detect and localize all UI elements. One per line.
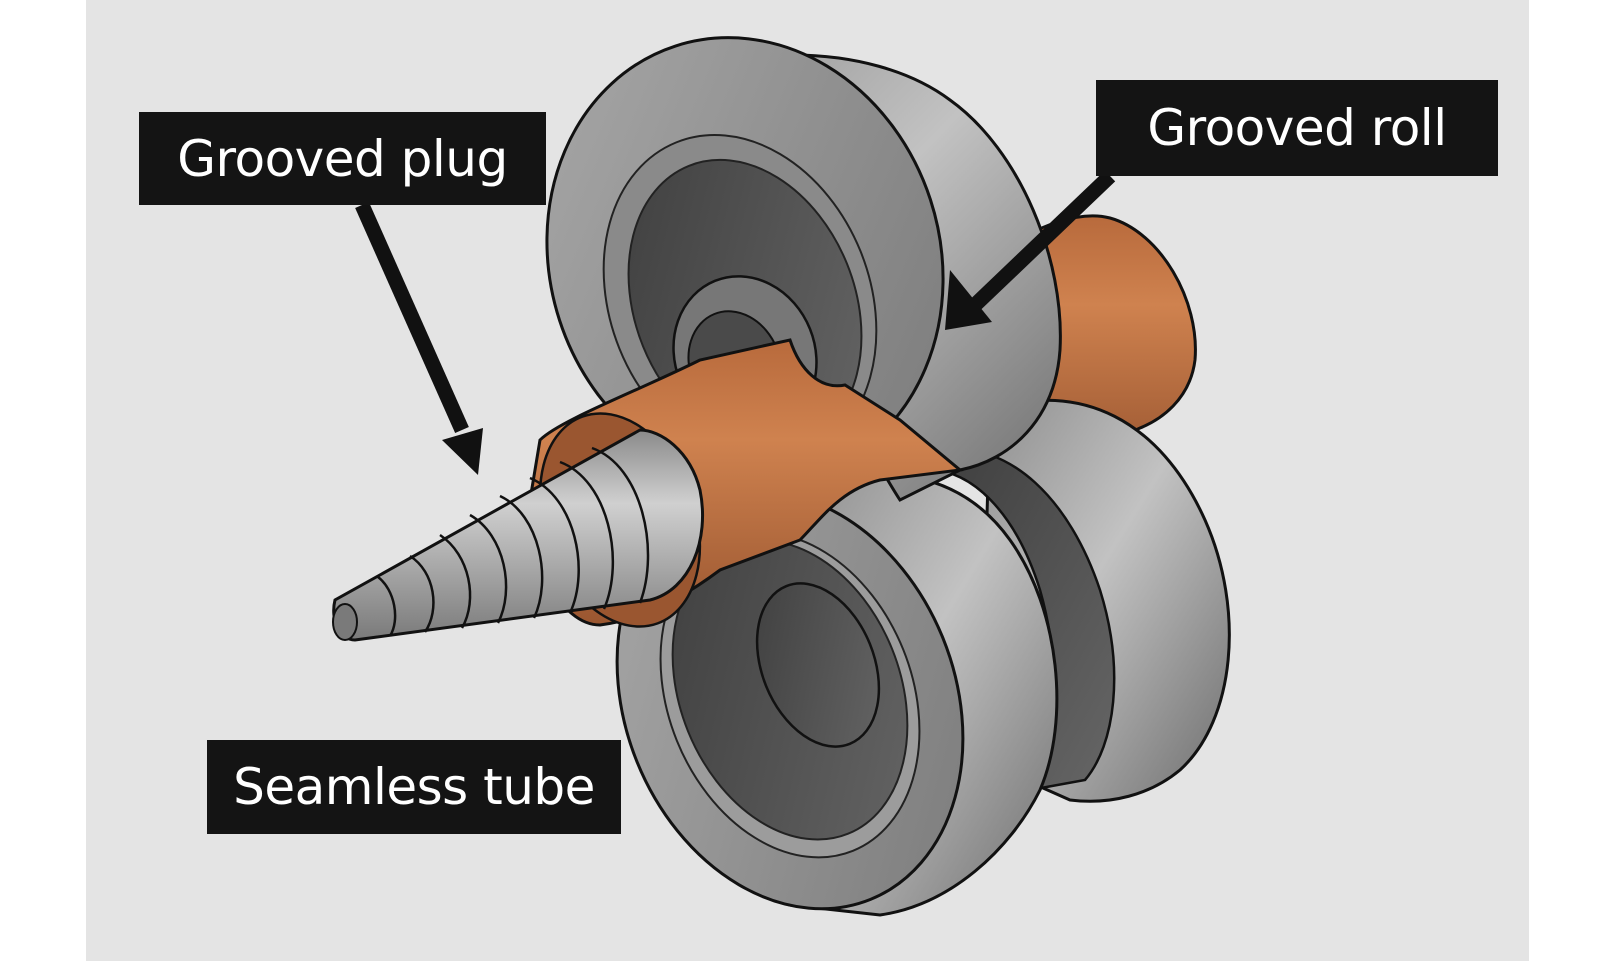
grooved-roll-upper: [545, 36, 1062, 502]
roll-leader-arrow: [945, 170, 1116, 330]
plug-tip: [332, 603, 358, 641]
label-seamless-tube: Seamless tube: [207, 740, 621, 834]
label-grooved-roll: Grooved roll: [1096, 80, 1498, 176]
plug-leader-arrow: [355, 201, 483, 475]
grooved-roll-lower: [615, 398, 1231, 917]
label-grooved-plug: Grooved plug: [139, 112, 546, 205]
grooved-plug: [332, 428, 705, 642]
plug-grooves: [377, 446, 650, 637]
